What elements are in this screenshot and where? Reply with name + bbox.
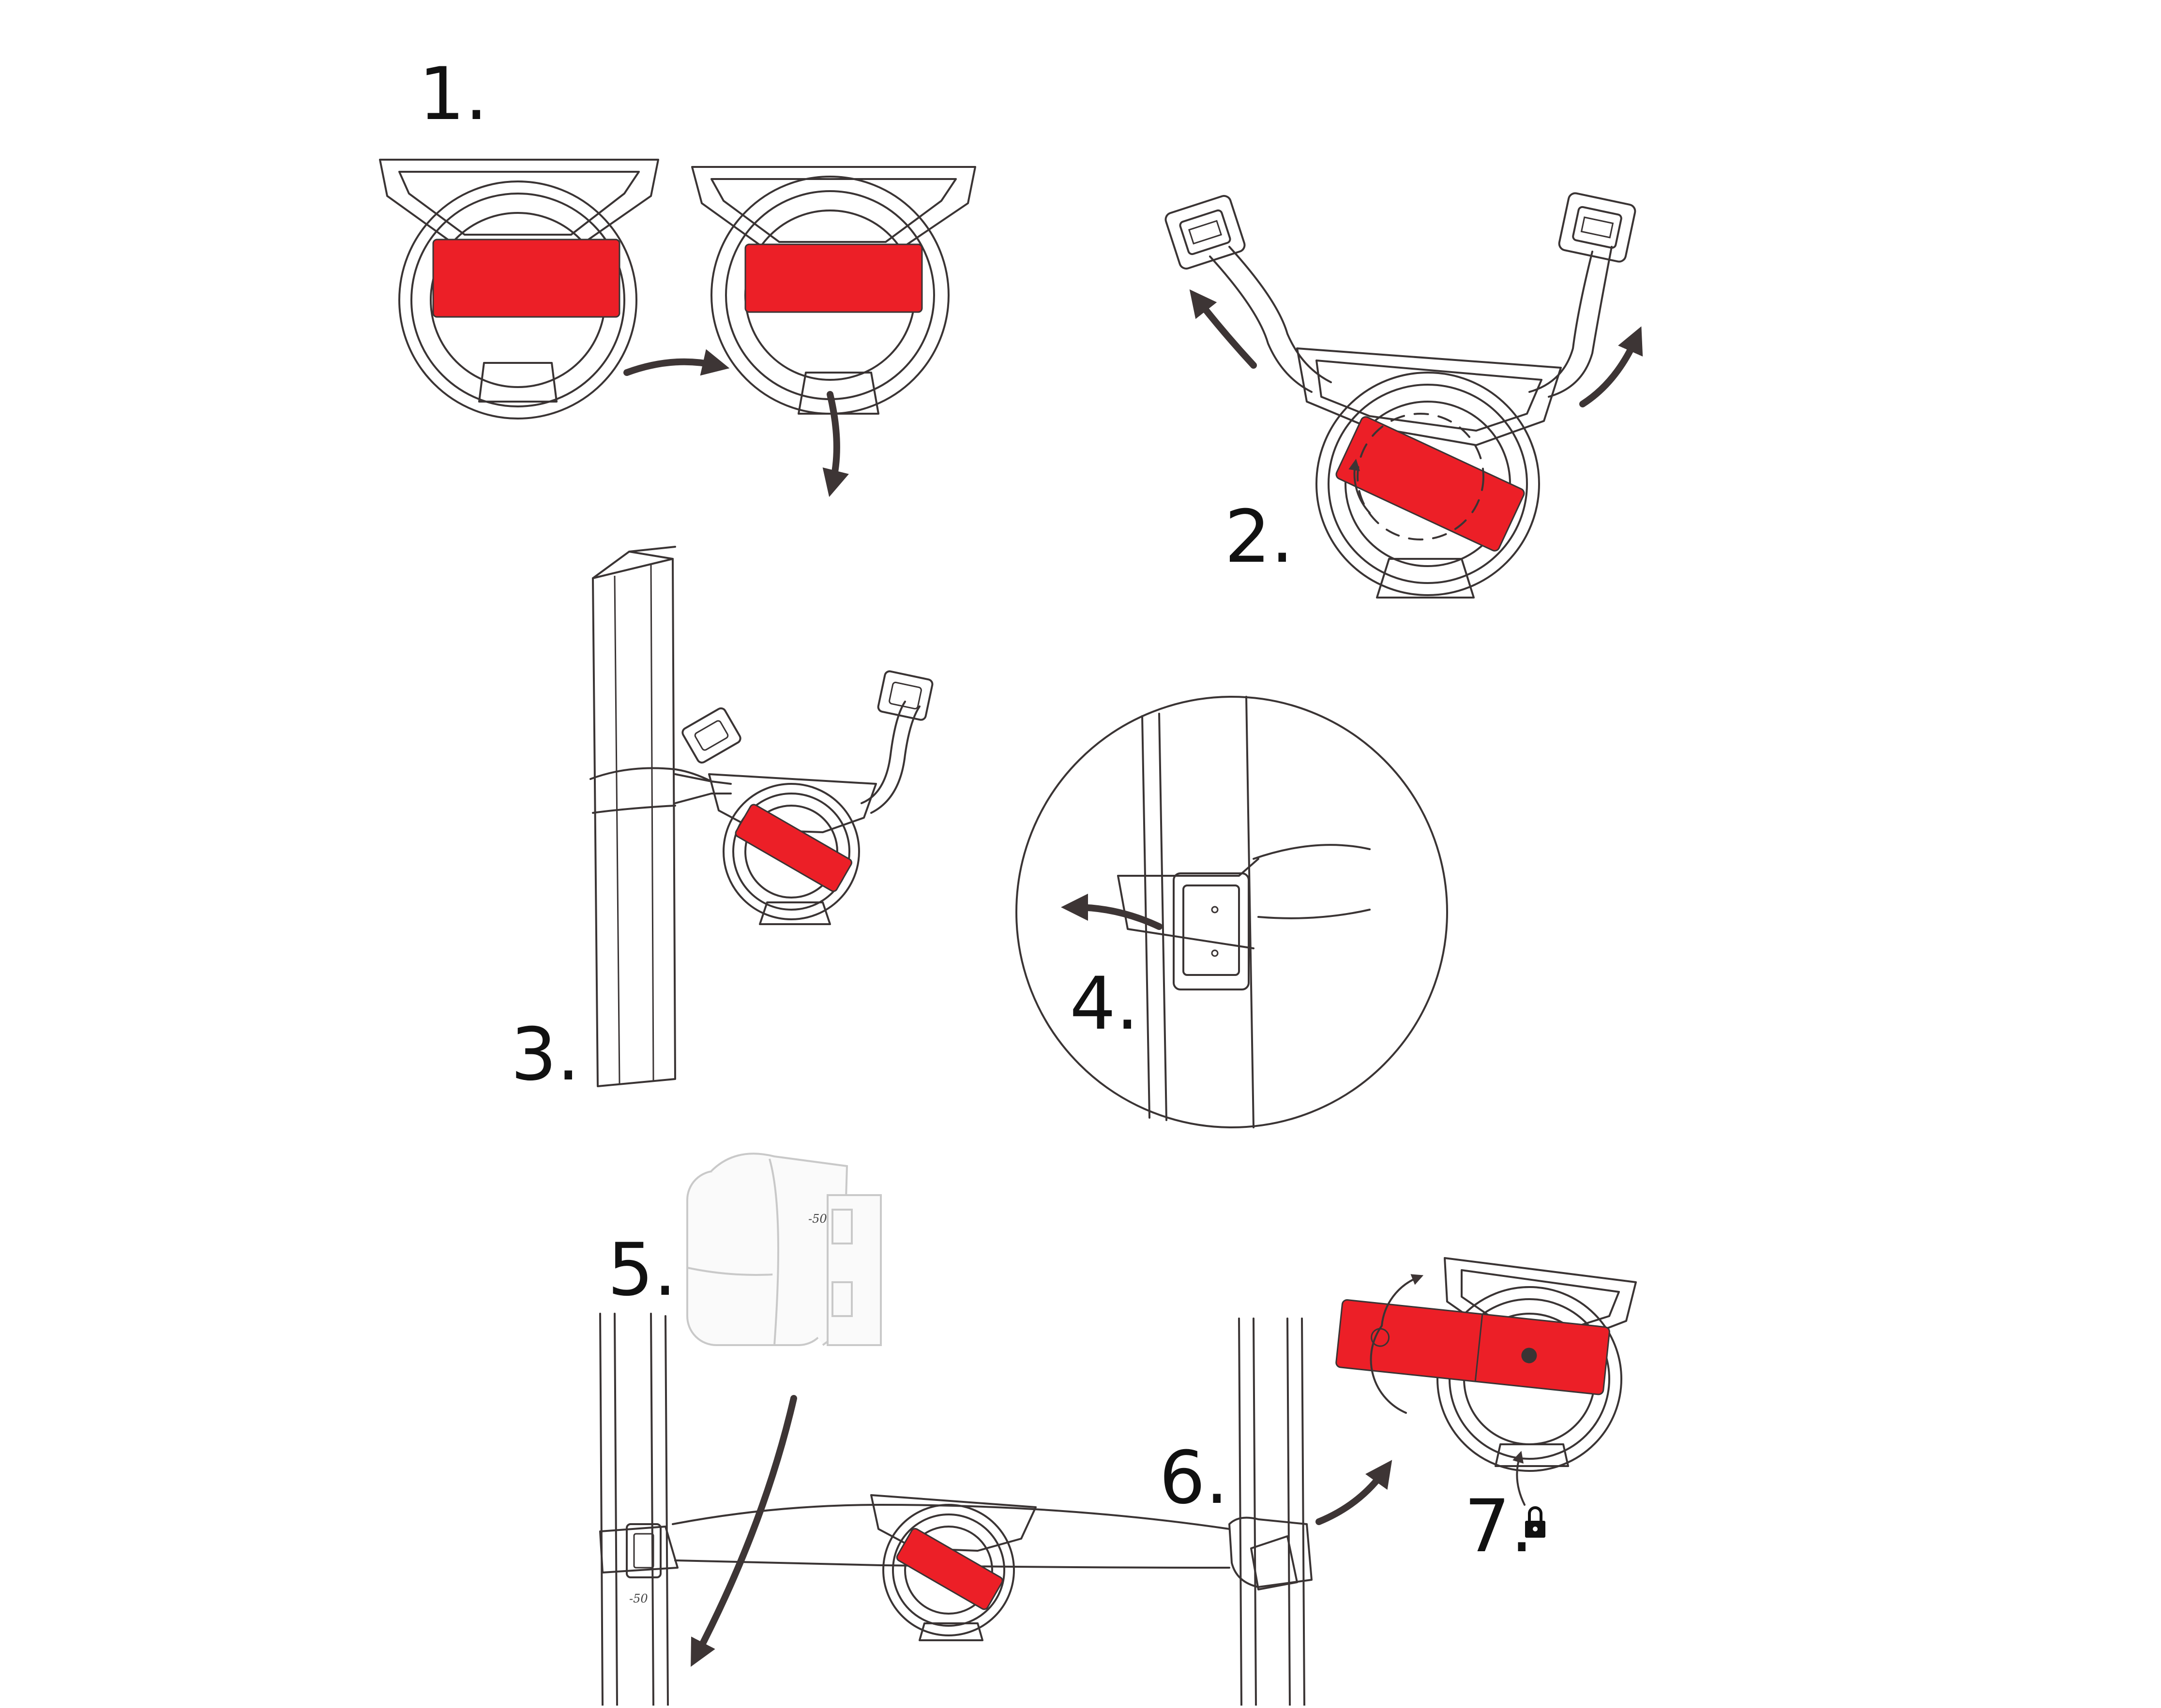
step-label-3: 3. [511,1013,580,1097]
step7-mount-locked [1335,1257,1637,1506]
step1-arrow-down [822,391,849,497]
step-label-4: 4. [1070,962,1139,1046]
lock-icon [1525,1506,1545,1538]
step-label-5: 5. [607,1228,677,1312]
step5-left-pole [599,1313,669,1707]
rotate-arrow-icon [1370,1274,1424,1414]
step1-mount-left [379,159,659,420]
step-label-6: 6. [1159,1436,1229,1520]
step2-mount-with-straps [1164,192,1636,599]
step5-bag [686,1153,882,1346]
bag-size-marking: -50 [808,1212,827,1226]
step3-post-with-mount [589,546,934,1087]
step2-arrow-left [1189,289,1257,369]
strap-size-marking: -50 [629,1592,648,1605]
step-label-7: 7. [1464,1484,1534,1569]
step6-right-pole [1238,1318,1305,1707]
step2-arrow-right [1579,326,1643,407]
step-label-1: 1. [419,52,488,136]
step4-detail-circle [1015,696,1448,1128]
step6-arrow-up [1315,1460,1392,1525]
step-label-2: 2. [1224,495,1294,579]
mounted-strap-between-poles [599,1494,1313,1641]
step1-mount-right [691,166,976,415]
step1-arrow-right [623,349,730,376]
step5-arrow-down [691,1395,797,1667]
step4-arrow-left [1061,894,1163,930]
